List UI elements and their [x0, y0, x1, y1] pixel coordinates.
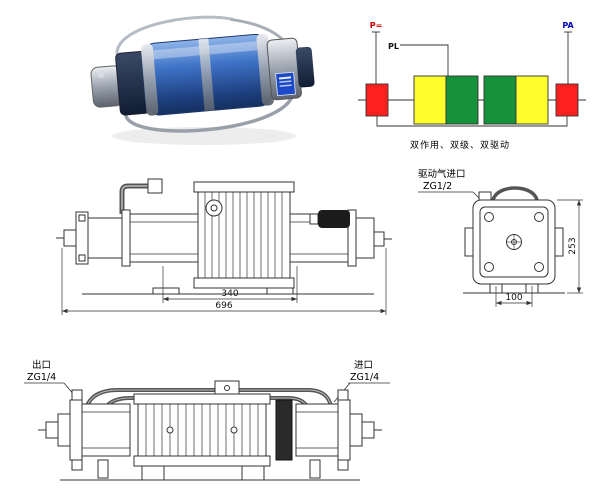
- side-view-body: [463, 186, 565, 294]
- port-left-label: P=: [370, 21, 383, 30]
- pump-photo: [86, 6, 322, 160]
- top-valve-block: [214, 380, 240, 396]
- outlet-thread: ZG1/4: [27, 372, 56, 383]
- stud-right: [309, 459, 321, 479]
- schematic-caption: 双作用、双级、双驱动: [409, 141, 510, 151]
- schematic-blocks: [365, 75, 579, 125]
- right-end-block: [355, 217, 375, 259]
- outlet-label: 出口: [32, 359, 51, 371]
- inlet-bottom-port: [337, 459, 349, 471]
- front-view-drawing: 340 696: [52, 168, 397, 322]
- left-ear: [464, 227, 474, 257]
- name-plate: [275, 71, 296, 97]
- foot-left: [141, 465, 165, 481]
- dim-width: 100: [505, 293, 522, 303]
- dark-valve-strip: [275, 399, 293, 461]
- top-handle: [491, 186, 539, 201]
- top-knob: [478, 191, 492, 201]
- right-port-fitting: [373, 231, 385, 247]
- side-view-dimensions: [495, 199, 583, 307]
- pump-photo-svg: [90, 15, 315, 145]
- front-view-svg: 340 696: [56, 178, 392, 315]
- dim-body-width: 340: [221, 289, 238, 299]
- gas-stage-left: [413, 75, 447, 125]
- bolt: [534, 212, 544, 222]
- side-view-drawing: 驱动气进口 ZG1/2: [415, 166, 595, 326]
- front-view-dimensions: [61, 248, 387, 315]
- drive-air-inlet-label: 驱动气进口: [418, 168, 466, 180]
- muffler: [318, 210, 350, 228]
- bolt: [484, 212, 494, 222]
- bolt: [484, 262, 494, 272]
- side-view-svg: 驱动气进口 ZG1/2: [418, 168, 583, 307]
- left-end-block: [87, 217, 123, 259]
- foot-right: [266, 287, 294, 295]
- bottom-view-svg: 出口 ZG1/4 进口 ZG1/4: [24, 359, 390, 481]
- dim-total-length: 696: [215, 301, 232, 311]
- hp-end-left: [365, 83, 389, 117]
- right-end-cap: [295, 46, 315, 88]
- bolt: [534, 262, 544, 272]
- bottom-view-body: [38, 380, 382, 481]
- left-cylinder: [129, 213, 199, 263]
- hp-end-right: [555, 83, 579, 117]
- pump-photo-rendering: [90, 15, 315, 133]
- schematic-svg: P= PA PL: [358, 21, 586, 127]
- front-view-body: [56, 178, 392, 295]
- air-pipe-highlight: [121, 185, 148, 214]
- pipe-bottom: [124, 91, 296, 133]
- inlet-label: 进口: [354, 360, 373, 371]
- foot-left: [152, 287, 180, 295]
- bottom-view-drawing: 出口 ZG1/4 进口 ZG1/4: [20, 352, 405, 498]
- name-plate-line: [279, 80, 292, 83]
- foot-right: [241, 465, 265, 481]
- port-right-label: PA: [562, 21, 574, 30]
- outlet-bottom-port: [71, 459, 83, 471]
- drive-stage-left: [445, 75, 479, 125]
- fitting-bolt: [98, 71, 105, 78]
- right-ear: [554, 227, 564, 257]
- outlet-fitting: [45, 421, 59, 439]
- port-pl-label: PL: [388, 42, 399, 51]
- schematic-panel: P= PA PL: [352, 18, 592, 140]
- left-port-fitting: [63, 229, 77, 247]
- drive-air-inlet-thread: ZG1/2: [423, 181, 452, 192]
- stud-left: [97, 459, 109, 479]
- ring-center: [198, 38, 215, 112]
- gas-stage-right: [515, 75, 549, 125]
- ring-left: [140, 43, 159, 116]
- outlet-top-port: [71, 389, 83, 401]
- inlet-top-port: [337, 389, 349, 401]
- pilot-valve: [147, 178, 163, 194]
- inlet-thread: ZG1/4: [350, 372, 379, 383]
- name-plate-line: [278, 76, 292, 80]
- inlet-fitting: [361, 421, 375, 439]
- drive-stage-right: [483, 75, 517, 125]
- pipe-top: [115, 15, 234, 58]
- dim-height: 253: [568, 237, 578, 254]
- name-plate-line: [279, 84, 292, 87]
